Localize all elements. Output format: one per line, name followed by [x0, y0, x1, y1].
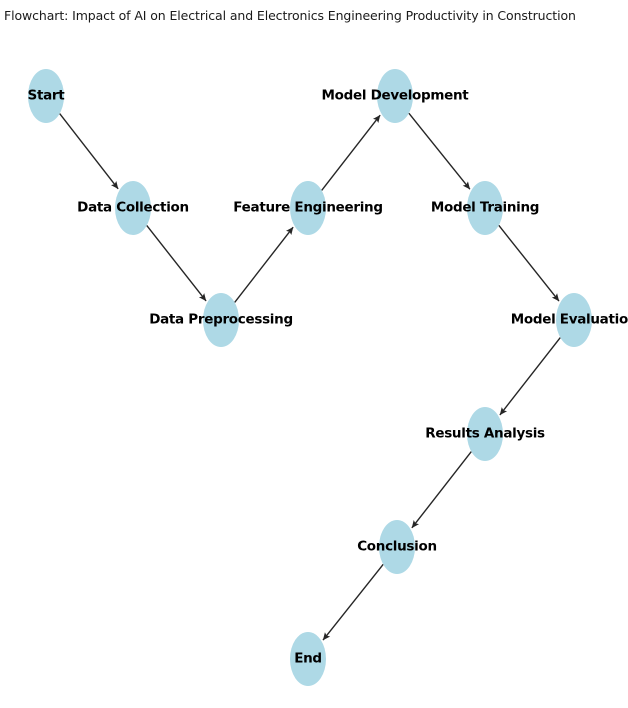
flow-node-data_collection[interactable]: Data Collection	[77, 181, 189, 235]
flow-node-label: Model Training	[430, 199, 540, 216]
flow-node-label: Data Preprocessing	[149, 311, 293, 328]
ellipse-icon	[290, 632, 326, 686]
ellipse-icon	[115, 181, 151, 235]
ellipse-icon	[379, 520, 415, 574]
ellipse-icon	[28, 69, 64, 123]
flow-node-conclusion[interactable]: Conclusion	[357, 520, 437, 574]
flow-node-model_training[interactable]: Model Training	[431, 181, 539, 235]
flow-node-label: Data Collection	[77, 199, 189, 216]
flow-node-results_analysis[interactable]: Results Analysis	[425, 407, 545, 461]
flow-node-start[interactable]: Start	[27, 69, 65, 123]
flow-node-model_development[interactable]: Model Development	[322, 69, 469, 123]
ellipse-icon	[467, 407, 503, 461]
flow-node-end[interactable]: End	[290, 632, 326, 686]
flow-node-label: Model Development	[321, 87, 469, 104]
page-title: Flowchart: Impact of AI on Electrical an…	[4, 8, 576, 23]
flow-node-feature_engineering[interactable]: Feature Engineering	[233, 181, 383, 235]
ellipse-icon	[290, 181, 326, 235]
ellipse-icon	[377, 69, 413, 123]
flow-node-label: Model Evaluation	[510, 311, 628, 328]
flow-node-label: Results Analysis	[425, 425, 545, 442]
flow-node-label: Feature Engineering	[233, 199, 383, 216]
flow-node-data_preprocessing[interactable]: Data Preprocessing	[149, 293, 293, 347]
flow-node-model_evaluation[interactable]: Model Evaluation	[511, 293, 628, 347]
ellipse-icon	[203, 293, 239, 347]
flow-node-label: End	[294, 650, 322, 667]
ellipse-icon	[467, 181, 503, 235]
flow-node-label: Conclusion	[357, 538, 437, 555]
flow-node-label: Start	[27, 87, 65, 104]
ellipse-icon	[556, 293, 592, 347]
